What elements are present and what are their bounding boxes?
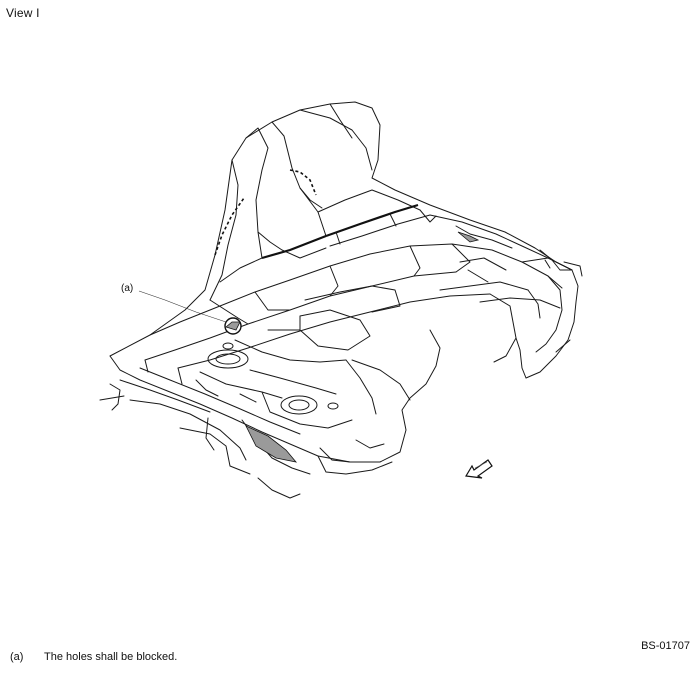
callout-a <box>138 290 242 335</box>
quarter-panel-outline <box>109 101 573 357</box>
view-title: View I <box>6 6 40 20</box>
figure-code: BS-01707 <box>641 640 690 652</box>
floor-pan-outline <box>144 243 563 369</box>
legend-text: The holes shall be blocked. <box>44 651 178 663</box>
front-direction-arrow-icon <box>465 459 493 479</box>
rear-crossmember-band <box>261 189 573 271</box>
wheel-well-details <box>199 342 411 429</box>
rear-right-bracket <box>489 257 583 379</box>
legend: (a) The holes shall be blocked. <box>10 651 177 663</box>
callout-marker-a: (a) <box>121 283 134 294</box>
legend-key: (a) <box>10 651 24 663</box>
front-edge-structure <box>99 329 441 499</box>
